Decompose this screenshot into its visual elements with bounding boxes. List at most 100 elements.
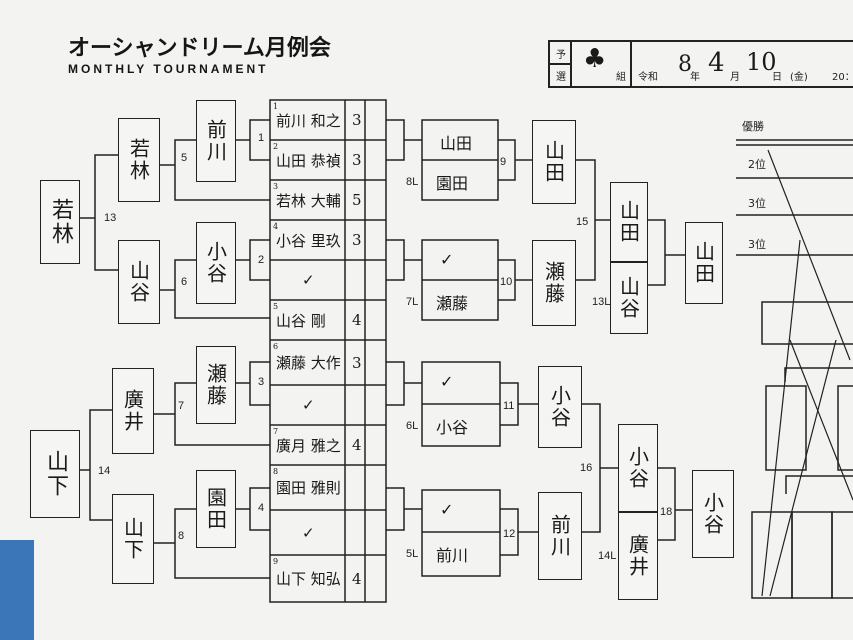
round1-box-1-text: 前川	[203, 119, 228, 163]
player-name: 小谷 里玖	[276, 231, 341, 250]
player-name: 山下 知弘	[276, 570, 341, 588]
sen-label: 選	[556, 72, 566, 83]
round1-box-4: 園田	[196, 470, 236, 548]
month-value: 4	[708, 48, 725, 78]
player-name: 園田 雅則	[276, 479, 341, 497]
loser-14L-label: 14L	[598, 550, 617, 562]
match-10-number: 10	[500, 276, 513, 288]
round2-box-2: 山谷	[118, 240, 160, 324]
player-score: 3	[352, 353, 362, 372]
weekday-label: (金)	[790, 72, 808, 83]
round2-box-2-text: 山谷	[126, 260, 151, 304]
loser-6L-label: 6L	[406, 420, 419, 432]
losers-winner-box-2: 瀬藤	[532, 240, 576, 326]
round2-box-1-text: 若林	[126, 138, 151, 182]
table-surface	[0, 540, 34, 640]
kumi-label: 組	[616, 72, 626, 83]
overall-winner-box: 若林	[40, 180, 80, 264]
player-row: ✓	[272, 260, 384, 300]
round2-box-3: 廣井	[112, 368, 154, 454]
player-score: 3	[352, 151, 362, 169]
third-place-label-b: 3位	[748, 238, 766, 251]
seed-number: 3	[273, 182, 279, 191]
player-score: 4	[352, 569, 362, 588]
seed-number: 1	[273, 102, 279, 111]
player-name: ✓	[302, 271, 315, 289]
losers-bottom-3: 小谷	[436, 418, 469, 437]
final-bottom-box: 小谷	[692, 470, 734, 558]
match-7-number: 7	[178, 400, 185, 412]
semi-bottom-b-text: 廣井	[625, 534, 650, 578]
losers-winner-box-1: 山田	[532, 120, 576, 204]
day-value: 10	[746, 48, 777, 76]
match-9-number: 9	[500, 156, 507, 168]
player-name: 廣月 雅之	[276, 436, 341, 455]
seed-number: 9	[273, 557, 279, 566]
round1-box-1: 前川	[196, 100, 236, 182]
semi-bottom-b: 廣井	[618, 512, 658, 600]
second-place-label: 2位	[748, 158, 766, 171]
group-mark: ♣	[583, 44, 607, 74]
semi-bottom-a: 小谷	[618, 424, 658, 512]
match-18-number: 18	[660, 506, 673, 518]
page-title: オーシャンドリーム月例会	[68, 35, 331, 60]
bottom-left-box: 山下	[30, 430, 80, 518]
losers-winner-box-3: 小谷	[538, 366, 582, 448]
yo-label: 予	[556, 50, 566, 61]
losers-bottom-4: 前川	[436, 546, 469, 565]
match-5-number: 5	[181, 152, 188, 164]
round2-box-4: 山下	[112, 494, 154, 584]
round1-box-2: 小谷	[196, 222, 236, 304]
group-date-header: 予 選 ♣ 組 令和 8 年 4 月 10 日 (金) 20：	[548, 40, 853, 88]
nen-label: 年	[690, 72, 700, 83]
loser-13L-label: 13L	[592, 296, 611, 308]
losers-bottom-1: 園田	[436, 174, 469, 193]
time-label: 20：	[832, 72, 853, 83]
third-place-label-a: 3位	[748, 197, 766, 210]
player-name: 山田 恭禎	[276, 151, 341, 170]
round2-box-3-text: 廣井	[120, 389, 145, 433]
seed-number: 6	[273, 342, 279, 351]
player-name: 若林 大輔	[276, 191, 341, 210]
year-value: 8	[678, 52, 692, 77]
seed-number: 2	[273, 142, 279, 151]
round1-box-2-text: 小谷	[203, 241, 228, 285]
player-row: ✓	[272, 385, 384, 425]
player-row: 9 山下 知弘 4	[272, 555, 384, 602]
champion-label: 優勝	[742, 120, 764, 133]
final-bottom-box-text: 小谷	[700, 492, 725, 536]
match-3-number: 3	[258, 376, 265, 388]
player-name: ✓	[302, 523, 315, 542]
match-6-number: 6	[181, 276, 188, 288]
match-11-number: 11	[503, 400, 515, 412]
final-top-box: 山田	[685, 222, 723, 304]
losers-top-4: ✓	[440, 500, 454, 519]
player-name: ✓	[302, 396, 315, 414]
round1-box-3-text: 瀬藤	[203, 363, 228, 407]
semi-top-a-text: 山田	[616, 200, 641, 244]
player-score: 5	[352, 191, 362, 209]
semi-bottom-a-text: 小谷	[625, 446, 650, 490]
round2-box-1: 若林	[118, 118, 160, 202]
losers-top-1: 山田	[440, 134, 473, 153]
player-score: 4	[352, 311, 362, 329]
hi-label: 日	[772, 72, 782, 83]
losers-bottom-2: 瀬藤	[436, 294, 469, 313]
semi-top-b: 山谷	[610, 262, 648, 334]
losers-winner-box-4-text: 前川	[547, 514, 572, 558]
player-name: 山谷 剛	[276, 311, 326, 330]
player-score: 4	[352, 436, 362, 454]
match-1-number: 1	[258, 132, 265, 144]
player-name: 前川 和之	[276, 111, 341, 130]
match-8-number: 8	[178, 530, 185, 542]
seed-number: 7	[273, 427, 279, 436]
seed-number: 5	[273, 302, 279, 311]
